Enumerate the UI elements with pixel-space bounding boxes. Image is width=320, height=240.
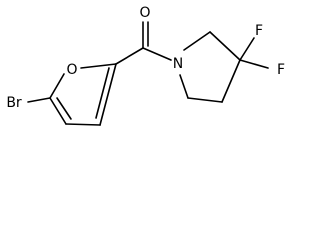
bond-furan-c5-c4-inner xyxy=(56,97,72,120)
atom-label-carbonyl-oxygen: O xyxy=(139,5,150,21)
bond-c2-c3 xyxy=(209,31,241,61)
atom-label-furan-oxygen: O xyxy=(66,62,77,78)
bond-c4-c5 xyxy=(187,97,223,103)
bond-n-c2 xyxy=(183,31,211,51)
bond-furan-c2-o1 xyxy=(80,63,117,69)
bond-c5-bromine xyxy=(27,97,51,103)
bond-furan-o1-c5 xyxy=(49,73,65,99)
bond-furan-c3-c2-inner xyxy=(95,67,110,119)
bond-carbonyl-nitrogen xyxy=(142,47,172,61)
bond-furan-c4-c3 xyxy=(65,123,101,126)
bond-lines xyxy=(27,21,269,126)
atom-label-nitrogen: N xyxy=(173,56,183,72)
bond-furan-c5-c4-outer xyxy=(49,97,67,125)
chemical-structure: O O Br N F F xyxy=(6,5,285,126)
bond-furan-c3-c2-outer xyxy=(99,63,117,126)
bond-c3-f2 xyxy=(239,59,269,69)
bond-c3-c4 xyxy=(221,59,241,103)
atom-label-fluorine-2: F xyxy=(277,62,285,78)
atom-labels: O O Br N F F xyxy=(6,5,285,111)
bond-carbonyl-furan xyxy=(115,47,144,65)
bond-c3-f1 xyxy=(239,37,255,61)
atom-label-bromine: Br xyxy=(6,95,22,111)
atom-label-fluorine-1: F xyxy=(255,23,263,39)
bond-c5-n xyxy=(179,74,189,99)
